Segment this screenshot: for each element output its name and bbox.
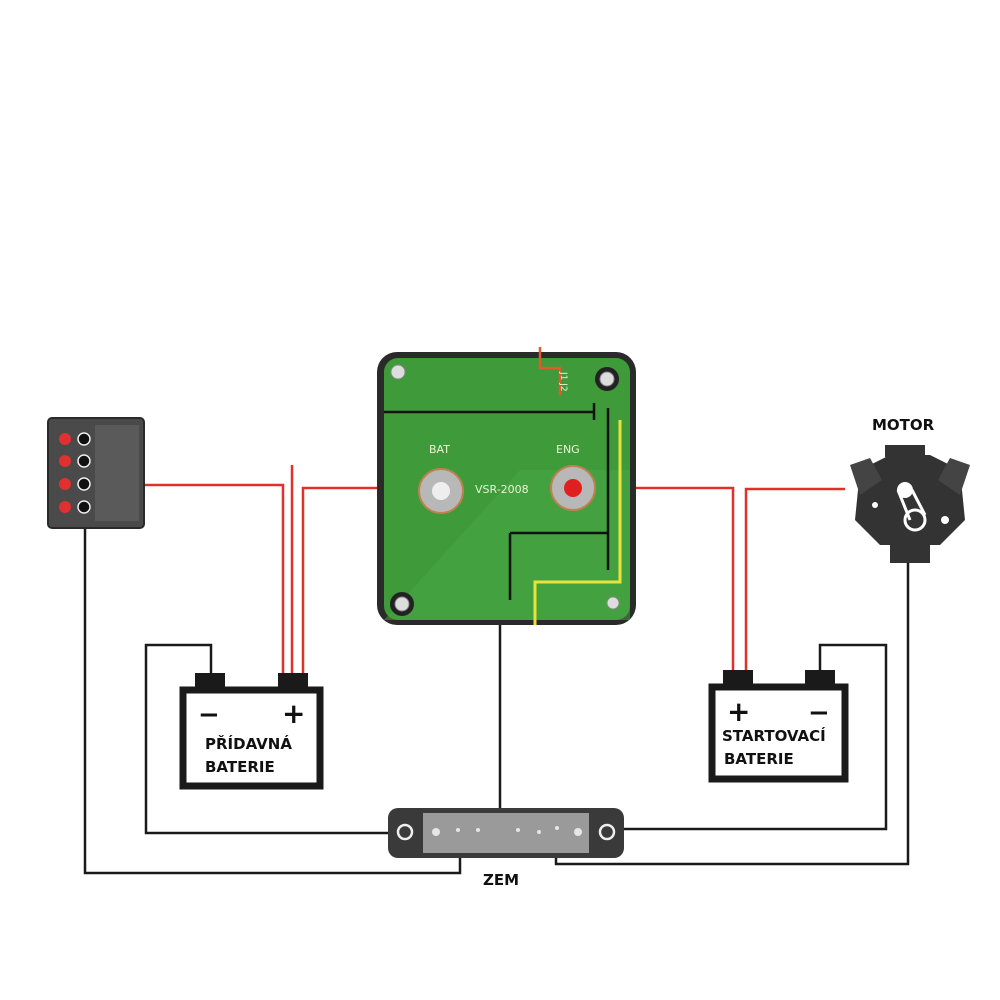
led-3: [59, 478, 71, 490]
wire-panel-to-aux: [145, 483, 285, 678]
jumper-wire: [538, 347, 562, 395]
bat-terminal-label: BAT: [429, 443, 450, 456]
aux-battery-plus: +: [282, 697, 306, 730]
start-battery: [708, 670, 849, 783]
wire-aux-negative-to-ground: [144, 643, 405, 835]
start-battery-label-line2: BATERIE: [724, 750, 794, 768]
aux-battery-label-line1: PŘÍDAVNÁ: [205, 735, 292, 753]
switch-panel-leds: [59, 433, 71, 513]
aux-battery-label-line2: BATERIE: [205, 758, 275, 776]
breaker-1: [77, 432, 91, 446]
led-1: [59, 433, 71, 445]
ground-bus-label: ZEM: [483, 871, 520, 889]
switch-panel-breakers: [77, 432, 91, 514]
bus-stud-left: [396, 823, 414, 841]
breaker-4: [77, 500, 91, 514]
start-battery-minus: −: [808, 698, 830, 728]
screw: [606, 596, 620, 610]
screw: [394, 596, 410, 612]
screw: [599, 371, 615, 387]
jumper-label: J1 J2: [558, 372, 568, 392]
engine-label: MOTOR: [872, 416, 935, 434]
engine-icon: [850, 445, 970, 563]
led-4: [59, 501, 71, 513]
wire-start-negative-to-ground: [605, 643, 888, 831]
switch-panel: [47, 417, 145, 529]
relay-model-label: VSR-2008: [475, 483, 529, 496]
start-battery-plus: +: [727, 695, 751, 728]
breaker-2: [77, 454, 91, 468]
vsr-relay: [377, 347, 636, 625]
breaker-3: [77, 477, 91, 491]
led-2: [59, 455, 71, 467]
eng-terminal-label: ENG: [556, 443, 580, 456]
aux-battery-minus: −: [198, 700, 220, 730]
bus-stud-right: [598, 823, 616, 841]
start-battery-label-line1: STARTOVACÍ: [722, 727, 826, 745]
screw: [390, 364, 406, 380]
wire-engine-to-start: [744, 487, 845, 672]
ground-bus: [388, 808, 624, 858]
aux-battery: [179, 673, 324, 790]
